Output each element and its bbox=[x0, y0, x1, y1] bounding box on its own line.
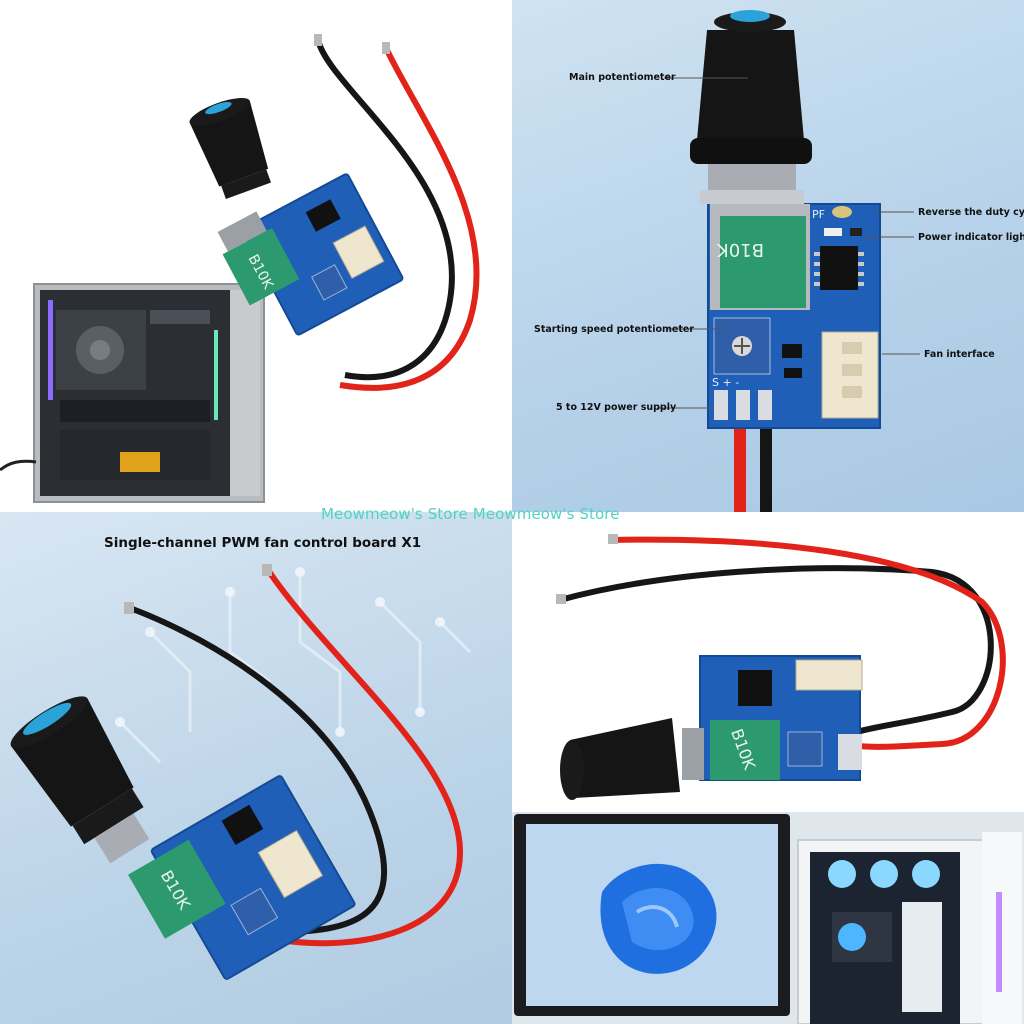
product-title: Single-channel PWM fan control board X1 bbox=[104, 535, 422, 551]
panel-annotated-board: B10K PF S + - bbox=[512, 0, 1024, 512]
panel-board-with-pc-case: B10K bbox=[0, 0, 512, 512]
panel-board-side-view: B10K bbox=[512, 512, 1024, 812]
pf-label: PF bbox=[812, 208, 825, 221]
callout-power-indicator: Power indicator light bbox=[918, 232, 1024, 243]
callout-power-supply: 5 to 12V power supply bbox=[556, 402, 677, 413]
panel-product-title: B10K bbox=[0, 512, 512, 1024]
panel-pc-setup bbox=[512, 812, 1024, 1024]
pot-marking-label: B10K bbox=[716, 239, 764, 260]
pc-case-image bbox=[0, 283, 265, 503]
pin-labels: S + - bbox=[712, 376, 739, 389]
callout-reverse-duty-cycle: Reverse the duty cycle bbox=[918, 207, 1024, 218]
callout-starting-speed-potentiometer: Starting speed potentiometer bbox=[534, 324, 695, 335]
callout-main-potentiometer: Main potentiometer bbox=[569, 72, 676, 83]
store-watermark: Meowmeow's Store Meowmeow's Store bbox=[321, 505, 620, 523]
callout-fan-interface: Fan interface bbox=[924, 349, 995, 360]
